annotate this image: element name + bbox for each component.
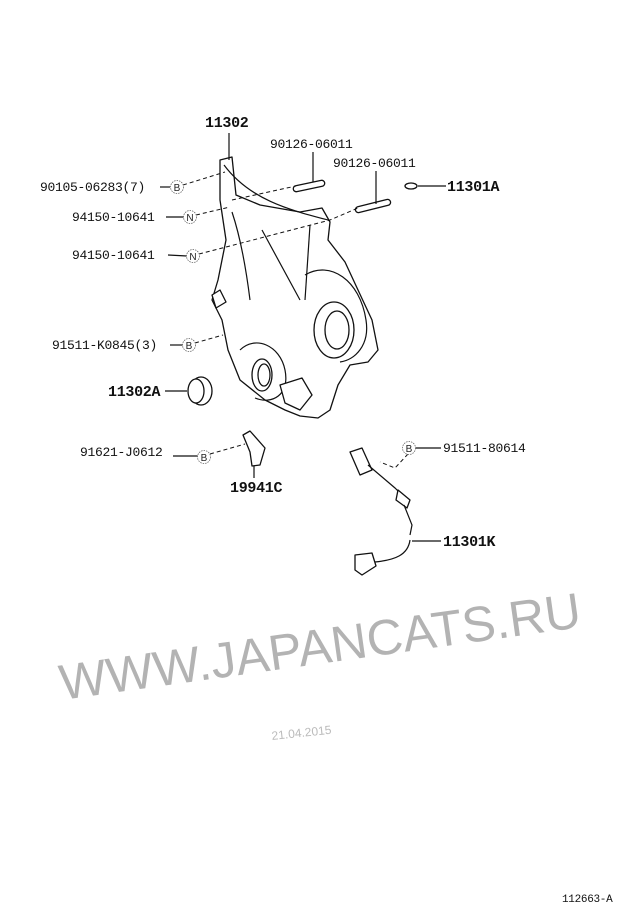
part-label-11301k[interactable]: 11301K bbox=[443, 534, 496, 551]
crank-position-sensor bbox=[349, 447, 413, 576]
oil-seal bbox=[187, 376, 213, 406]
pin-part bbox=[404, 182, 418, 190]
marker-b: B bbox=[182, 338, 196, 352]
bracket-part bbox=[242, 430, 266, 467]
part-label-91511-k0845[interactable]: 91511-K0845(3) bbox=[52, 338, 157, 353]
svg-text:B: B bbox=[174, 183, 181, 194]
marker-b: B bbox=[197, 450, 211, 464]
part-label-19941c[interactable]: 19941C bbox=[230, 480, 283, 497]
part-label-94150-10641[interactable]: 94150-10641 bbox=[72, 248, 155, 263]
svg-text:B: B bbox=[186, 341, 193, 352]
stud-bolt bbox=[292, 179, 326, 193]
watermark-date: 21.04.2015 bbox=[271, 723, 333, 743]
part-label-11302[interactable]: 11302 bbox=[205, 115, 249, 132]
part-label-94150-10641[interactable]: 94150-10641 bbox=[72, 210, 155, 225]
stud-bolt bbox=[354, 198, 392, 214]
marker-n: N bbox=[186, 249, 200, 263]
part-label-90126-06011[interactable]: 90126-06011 bbox=[333, 156, 416, 171]
svg-text:B: B bbox=[201, 453, 208, 464]
timing-chain-cover bbox=[211, 156, 379, 419]
part-label-90105-06283[interactable]: 90105-06283(7) bbox=[40, 180, 145, 195]
marker-b: B bbox=[402, 441, 416, 455]
svg-text:N: N bbox=[189, 252, 196, 263]
marker-b: B bbox=[170, 180, 184, 194]
marker-n: N bbox=[183, 210, 197, 224]
watermark: WWW.JAPANCATS.RU bbox=[56, 582, 585, 711]
svg-text:B: B bbox=[406, 444, 413, 455]
part-label-11302a[interactable]: 11302A bbox=[108, 384, 161, 401]
part-label-91511-80614[interactable]: 91511-80614 bbox=[443, 441, 526, 456]
svg-text:N: N bbox=[186, 213, 193, 224]
part-label-91621-j0612[interactable]: 91621-J0612 bbox=[80, 445, 163, 460]
diagram-id: 112663-A bbox=[562, 894, 613, 906]
part-label-11301a[interactable]: 11301A bbox=[447, 179, 500, 196]
part-label-90126-06011[interactable]: 90126-06011 bbox=[270, 137, 353, 152]
